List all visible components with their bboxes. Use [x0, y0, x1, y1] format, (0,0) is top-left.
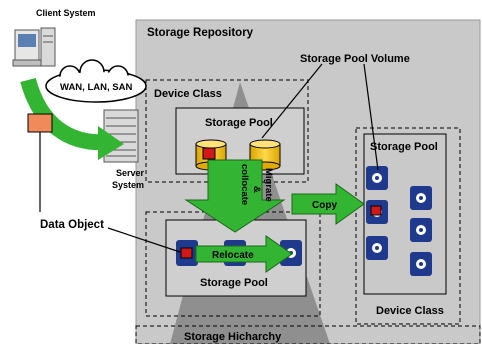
- server-system-label: Server: [116, 168, 145, 178]
- copy-arrow: [291, 183, 365, 225]
- storage-pool-right-label: Storage Pool: [370, 141, 438, 153]
- migrate-label: &: [251, 186, 262, 193]
- disk-icon: [410, 186, 432, 210]
- storage-pool-volume-label: Storage Pool Volume: [300, 53, 410, 65]
- disk-icon: [366, 166, 388, 190]
- data-object-label: Data Object: [40, 219, 104, 231]
- client-system-label: Client System: [36, 8, 96, 18]
- storage-hierarchy-label: Storage Hicharchy: [184, 331, 282, 343]
- data-object-red-icon: [202, 147, 216, 160]
- collocate-label: collocate: [239, 164, 250, 205]
- disk-icon: [366, 200, 388, 224]
- volume-pointer-line: [261, 63, 323, 139]
- storage-pool-bottom-label: Storage Pool: [200, 277, 268, 289]
- device-class-right-label: Device Class: [376, 305, 444, 317]
- relocate-arrow: [195, 235, 293, 273]
- disk-icon: [176, 240, 198, 266]
- disk-icon: [410, 218, 432, 242]
- storage-pool-top-label: Storage Pool: [205, 117, 273, 129]
- data-object-pointer-line: [107, 227, 181, 253]
- network-cloud-icon: [45, 59, 147, 103]
- data-object-red-icon: [370, 205, 382, 216]
- disk-icon: [366, 236, 388, 260]
- client-computer-icon: [12, 27, 56, 67]
- device-class-right-box: [355, 127, 461, 325]
- transfer-arrow: [20, 77, 109, 151]
- transfer-arrow-head: [98, 126, 124, 160]
- storage-repository-label: Storage Repository: [147, 27, 254, 39]
- device-class-top-label: Device Class: [154, 88, 222, 100]
- relocate-label: Relocate: [212, 250, 254, 261]
- volume-pointer-line: [363, 63, 379, 171]
- network-label: WAN, LAN, SAN: [60, 82, 132, 93]
- migrate-label: Migrate: [263, 168, 274, 202]
- copy-label: Copy: [312, 200, 337, 211]
- disk-icon: [410, 252, 432, 276]
- storage-pool-right-box: [363, 133, 447, 295]
- data-object-icon: [27, 113, 53, 133]
- migrate-arrow: [184, 159, 286, 233]
- data-object-red-icon: [180, 247, 193, 259]
- server-system-label: System: [112, 180, 144, 190]
